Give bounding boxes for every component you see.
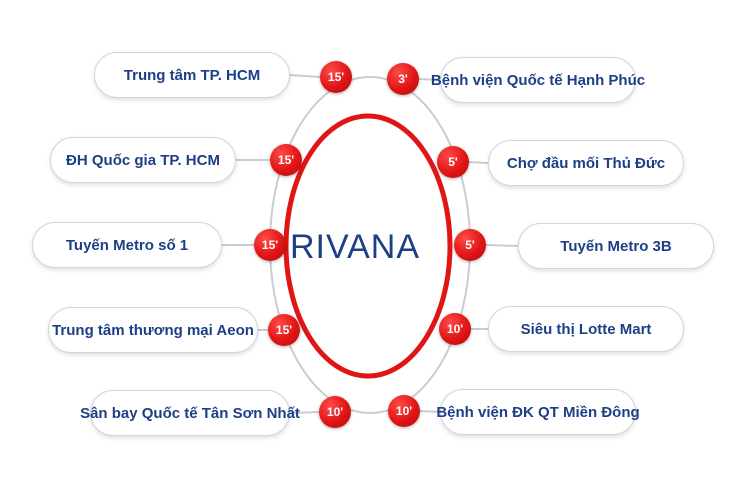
right-time-badge-4: 10' [388,395,420,427]
left-pill-2: Tuyến Metro số 1 [32,222,222,268]
right-time-badge-0: 3' [387,63,419,95]
left-time-badge-0: 15' [320,61,352,93]
right-pill-1: Chợ đầu mối Thủ Đức [488,140,684,186]
connector-line-0 [289,74,321,78]
right-pill-label: Siêu thị Lotte Mart [520,320,652,338]
center-title: RIVANA [289,227,421,266]
right-pill-2: Tuyến Metro 3B [518,223,714,269]
center-ring [283,113,453,379]
connector-line-6 [468,161,489,164]
left-pill-label: Trung tâm TP. HCM [123,66,261,84]
left-pill-label: ĐH Quốc gia TP. HCM [66,151,220,169]
right-pill-3: Siêu thị Lotte Mart [488,306,684,352]
left-time-badge-4: 10' [319,396,351,428]
left-pill-label: Trung tâm thương mại Aeon [52,321,254,339]
left-time-badge-3: 15' [268,314,300,346]
left-pill-3: Trung tâm thương mại Aeon [48,307,258,353]
right-pill-4: Bệnh viện ĐK QT Miền Đông [436,389,640,435]
connector-line-5 [418,78,441,81]
left-pill-label: Sân bay Quốc tế Tân Sơn Nhất [80,404,300,422]
connector-line-7 [485,244,519,247]
left-time-badge-1: 15' [270,144,302,176]
left-pill-1: ĐH Quốc gia TP. HCM [50,137,236,183]
left-pill-0: Trung tâm TP. HCM [94,52,290,98]
right-time-badge-1: 5' [437,146,469,178]
right-time-badge-2: 5' [454,229,486,261]
left-pill-label: Tuyến Metro số 1 [65,236,189,254]
right-pill-label: Bệnh viện Quốc tế Hạnh Phúc [430,71,646,89]
right-time-badge-3: 10' [439,313,471,345]
right-pill-label: Chợ đầu mối Thủ Đức [506,154,666,172]
connector-line-9 [419,410,441,413]
connector-line-4 [289,411,320,414]
right-pill-0: Bệnh viện Quốc tế Hạnh Phúc [431,57,645,103]
right-pill-label: Tuyến Metro 3B [560,237,672,255]
left-pill-4: Sân bay Quốc tế Tân Sơn Nhất [80,390,300,436]
left-time-badge-2: 15' [254,229,286,261]
right-pill-label: Bệnh viện ĐK QT Miền Đông [436,403,640,421]
